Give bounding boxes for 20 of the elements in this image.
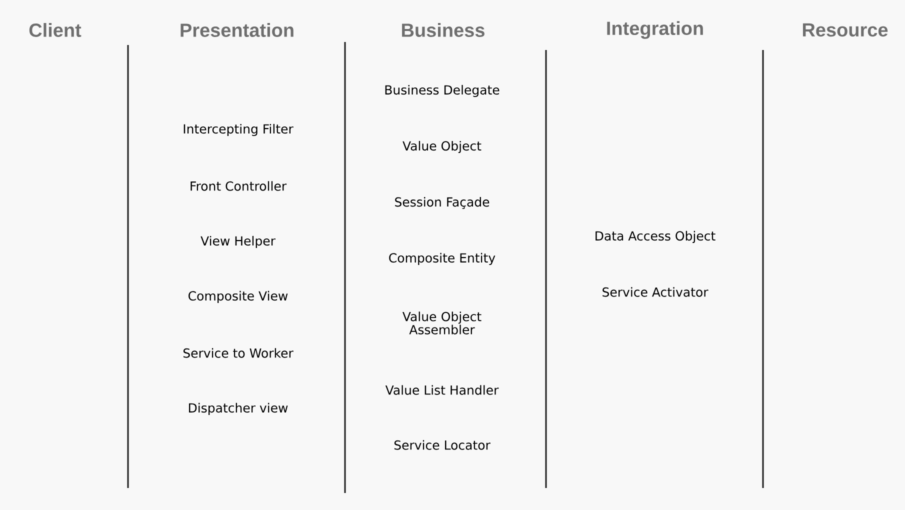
pattern-name: Composite Entity [389, 252, 496, 266]
pattern-name: Business Delegate [385, 84, 500, 98]
column-header: Client [29, 23, 82, 37]
pattern-name: Intercepting Filter [184, 124, 294, 136]
pattern-name: Front Controller [190, 181, 287, 191]
pattern-name: Service to Worker [183, 348, 294, 358]
pattern-name: Session Façade [395, 197, 490, 209]
column-header: Presentation [180, 23, 294, 37]
column-header: Integration [607, 21, 703, 39]
pattern-name: Dispatcher view [188, 402, 288, 416]
pattern-name: Value List Handler [385, 385, 499, 395]
pattern-name: Data Access Object [596, 230, 716, 244]
pattern-name: Composite View [188, 290, 288, 304]
column-header: Resource [802, 23, 888, 37]
pattern-name: View Helper [200, 236, 276, 248]
column-header: Business [402, 23, 484, 37]
pattern-name: Service Locator [394, 440, 490, 450]
pattern-name: Value Object [402, 140, 482, 154]
pattern-name: Value Object Assembler [402, 312, 482, 334]
pattern-name: Service Activator [602, 287, 708, 297]
